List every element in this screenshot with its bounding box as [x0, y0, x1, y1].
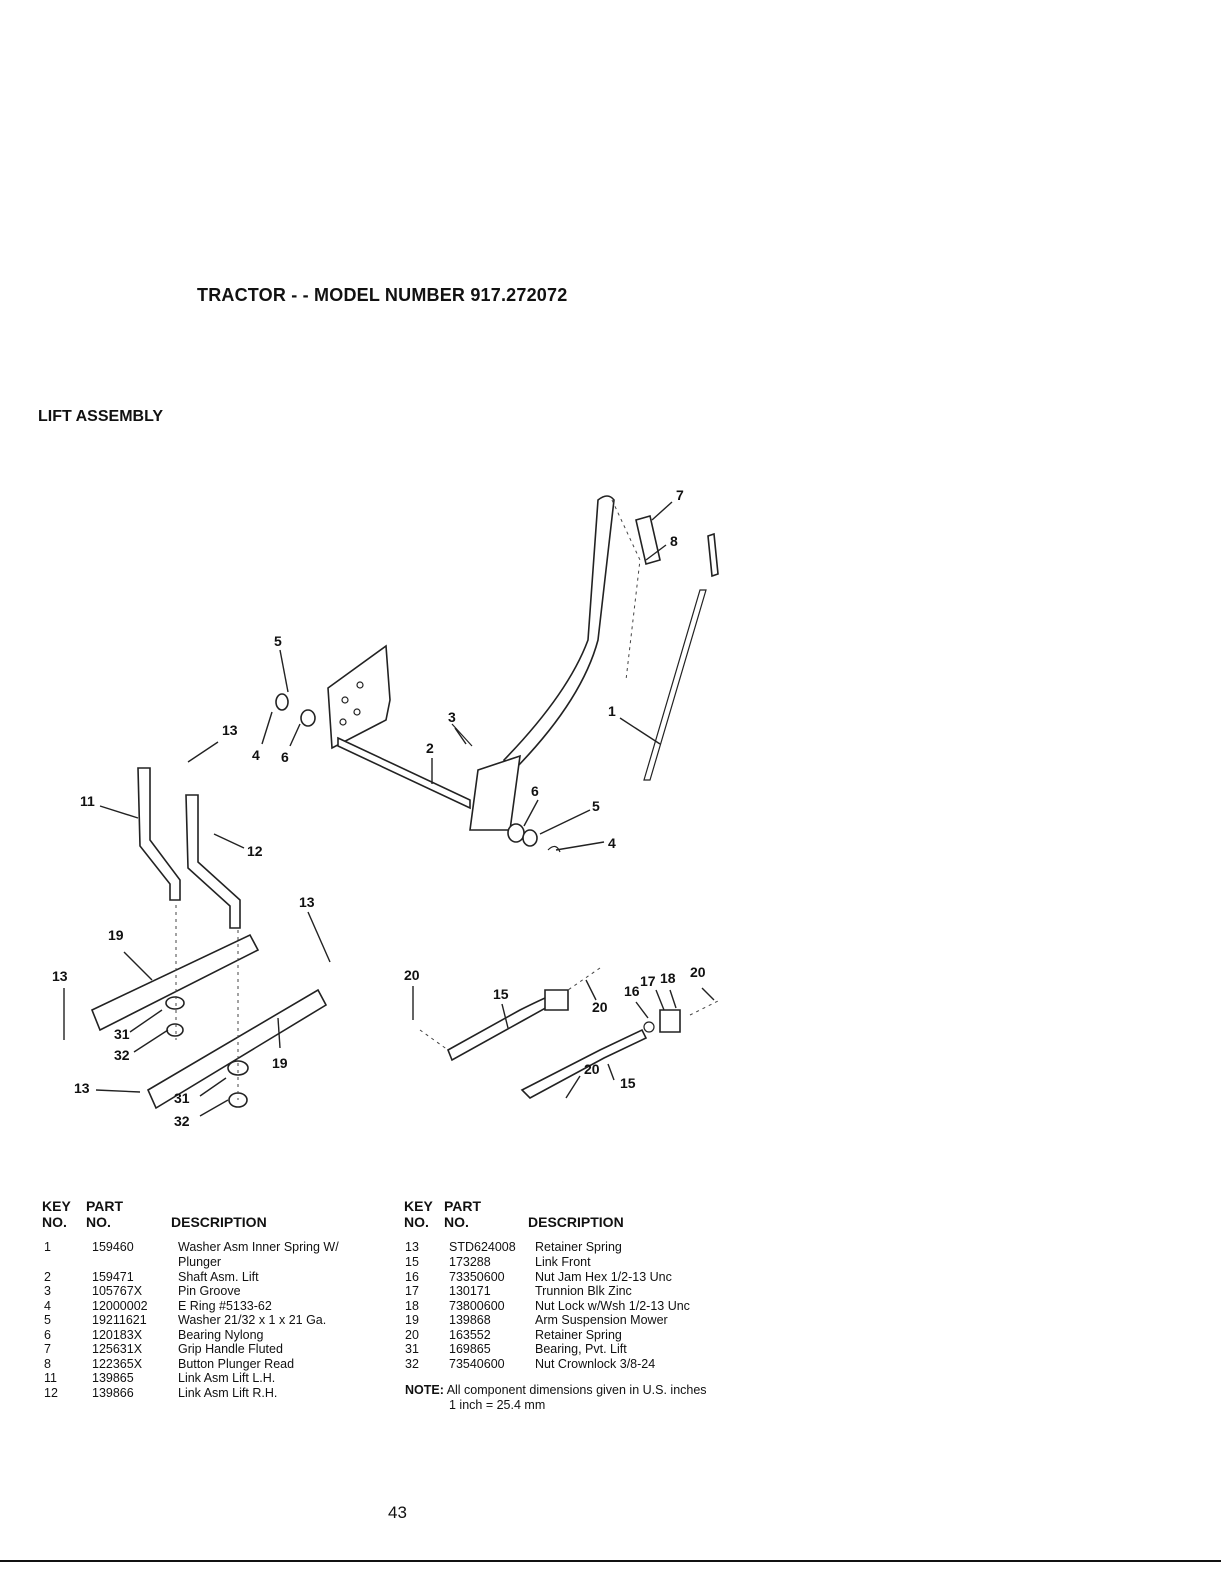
- mounting-plate: [327, 644, 391, 750]
- callout-6: 6: [281, 749, 289, 765]
- dimension-note: NOTE: All component dimensions given in …: [405, 1383, 707, 1413]
- right-description-header: DESCRIPTION: [528, 1214, 624, 1230]
- callout-20c: 20: [690, 964, 706, 980]
- trunnion-1: [544, 989, 569, 1011]
- note-label: NOTE:: [405, 1383, 444, 1397]
- lift-bracket: [469, 754, 521, 831]
- page-bottom-rule: [0, 1560, 1221, 1562]
- callout-12: 12: [247, 843, 263, 859]
- right-part-header: PART NO.: [444, 1198, 482, 1230]
- lift-assembly-diagram: 5 13 4 6 3 2 7 8 1 11 12 6 5 4 13 19 13 …: [52, 487, 721, 1129]
- callout-6b: 6: [531, 783, 539, 799]
- callout-4: 4: [252, 747, 260, 763]
- bearing-31b: [227, 1060, 249, 1076]
- callout-17: 17: [640, 973, 656, 989]
- callout-20d: 20: [584, 1061, 600, 1077]
- callout-18: 18: [660, 970, 676, 986]
- callout-20: 20: [404, 967, 420, 983]
- link-front-2: [520, 1028, 648, 1099]
- callout-11: 11: [80, 793, 95, 809]
- callout-19: 19: [108, 927, 124, 943]
- note-conversion: 1 inch = 25.4 mm: [449, 1398, 546, 1412]
- section-title: LIFT ASSEMBLY: [38, 408, 164, 425]
- callout-13d: 13: [74, 1080, 90, 1096]
- left-key-header: KEY NO.: [42, 1198, 71, 1230]
- grip-handle: [635, 514, 661, 566]
- callout-8: 8: [670, 533, 678, 549]
- page-title: TRACTOR - - MODEL NUMBER 917.272072: [197, 285, 568, 305]
- callout-31b: 31: [174, 1090, 190, 1106]
- callout-32b: 32: [174, 1113, 190, 1129]
- right-key-header: KEY NO.: [404, 1198, 433, 1230]
- page-number: 43: [388, 1503, 407, 1522]
- callout-13: 13: [222, 722, 238, 738]
- bearing-31a: [165, 996, 185, 1010]
- callout-19b: 19: [272, 1055, 288, 1071]
- table-row-continuation: Plunger: [178, 1255, 222, 1269]
- link-rh: [185, 794, 241, 929]
- pin-groove: [451, 723, 473, 747]
- spring-rod: [643, 589, 707, 781]
- callout-2: 2: [426, 740, 434, 756]
- callout-3: 3: [448, 709, 456, 725]
- callout-15b: 15: [620, 1075, 636, 1091]
- callout-20b: 20: [592, 999, 608, 1015]
- arm-suspension-2: [146, 988, 328, 1110]
- plunger-rod: [707, 532, 719, 578]
- left-part-header: PART NO.: [86, 1198, 124, 1230]
- washer-5: [275, 693, 289, 711]
- left-description-header: DESCRIPTION: [171, 1214, 267, 1230]
- callout-4b: 4: [608, 835, 616, 851]
- lift-handle: [502, 495, 615, 770]
- callout-31: 31: [114, 1026, 130, 1042]
- nut-32a: [166, 1023, 184, 1037]
- arm-suspension-1: [90, 933, 260, 1032]
- callout-7: 7: [676, 487, 684, 503]
- callout-13b: 13: [299, 894, 315, 910]
- callout-5: 5: [274, 633, 282, 649]
- callout-13c: 13: [52, 968, 68, 984]
- callout-5b: 5: [592, 798, 600, 814]
- lift-shaft: [337, 736, 471, 810]
- link-lh: [137, 767, 181, 901]
- note-text: All component dimensions given in U.S. i…: [446, 1383, 707, 1397]
- callout-15: 15: [493, 986, 509, 1002]
- bearing-6: [300, 709, 316, 727]
- link-front-1: [446, 994, 562, 1062]
- callout-16: 16: [624, 983, 640, 999]
- callout-1: 1: [608, 703, 616, 719]
- trunnion-2: [659, 1009, 681, 1033]
- callout-32: 32: [114, 1047, 130, 1063]
